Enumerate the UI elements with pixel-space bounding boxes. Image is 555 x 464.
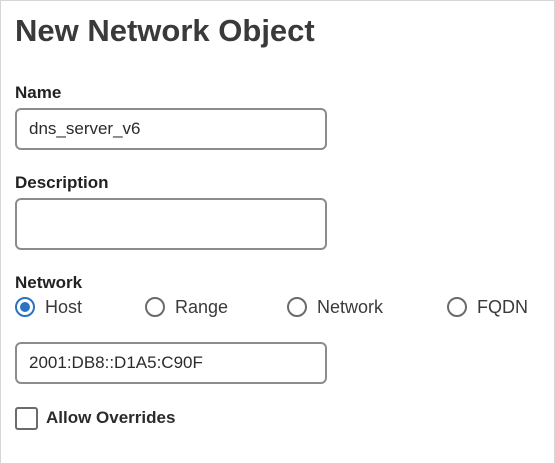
- radio-range-unselected-icon[interactable]: [145, 297, 165, 317]
- checkbox-unchecked-icon[interactable]: [15, 406, 38, 430]
- radio-network[interactable]: Network: [287, 293, 383, 321]
- radio-network-unselected-icon[interactable]: [287, 297, 307, 317]
- radio-host-selected-icon[interactable]: [15, 297, 35, 317]
- radio-host[interactable]: Host: [15, 293, 82, 321]
- radio-fqdn-unselected-icon[interactable]: [447, 297, 467, 317]
- network-address-input[interactable]: [15, 342, 327, 384]
- radio-fqdn[interactable]: FQDN: [447, 293, 528, 321]
- radio-network-label: Network: [317, 296, 384, 317]
- radio-fqdn-label: FQDN: [477, 296, 528, 317]
- name-label: Name: [15, 83, 62, 102]
- dialog-title: New Network Object: [15, 13, 315, 48]
- allow-overrides-label: Allow Overrides: [46, 408, 176, 427]
- description-label: Description: [15, 173, 109, 192]
- network-label: Network: [15, 273, 83, 292]
- allow-overrides-checkbox[interactable]: Allow Overrides: [15, 406, 175, 430]
- description-input[interactable]: [15, 198, 327, 250]
- radio-host-label: Host: [45, 296, 83, 317]
- name-input[interactable]: [15, 108, 327, 150]
- radio-range[interactable]: Range: [145, 293, 228, 321]
- radio-range-label: Range: [175, 296, 229, 317]
- network-type-radio-group: Host Range Network FQDN: [15, 293, 545, 321]
